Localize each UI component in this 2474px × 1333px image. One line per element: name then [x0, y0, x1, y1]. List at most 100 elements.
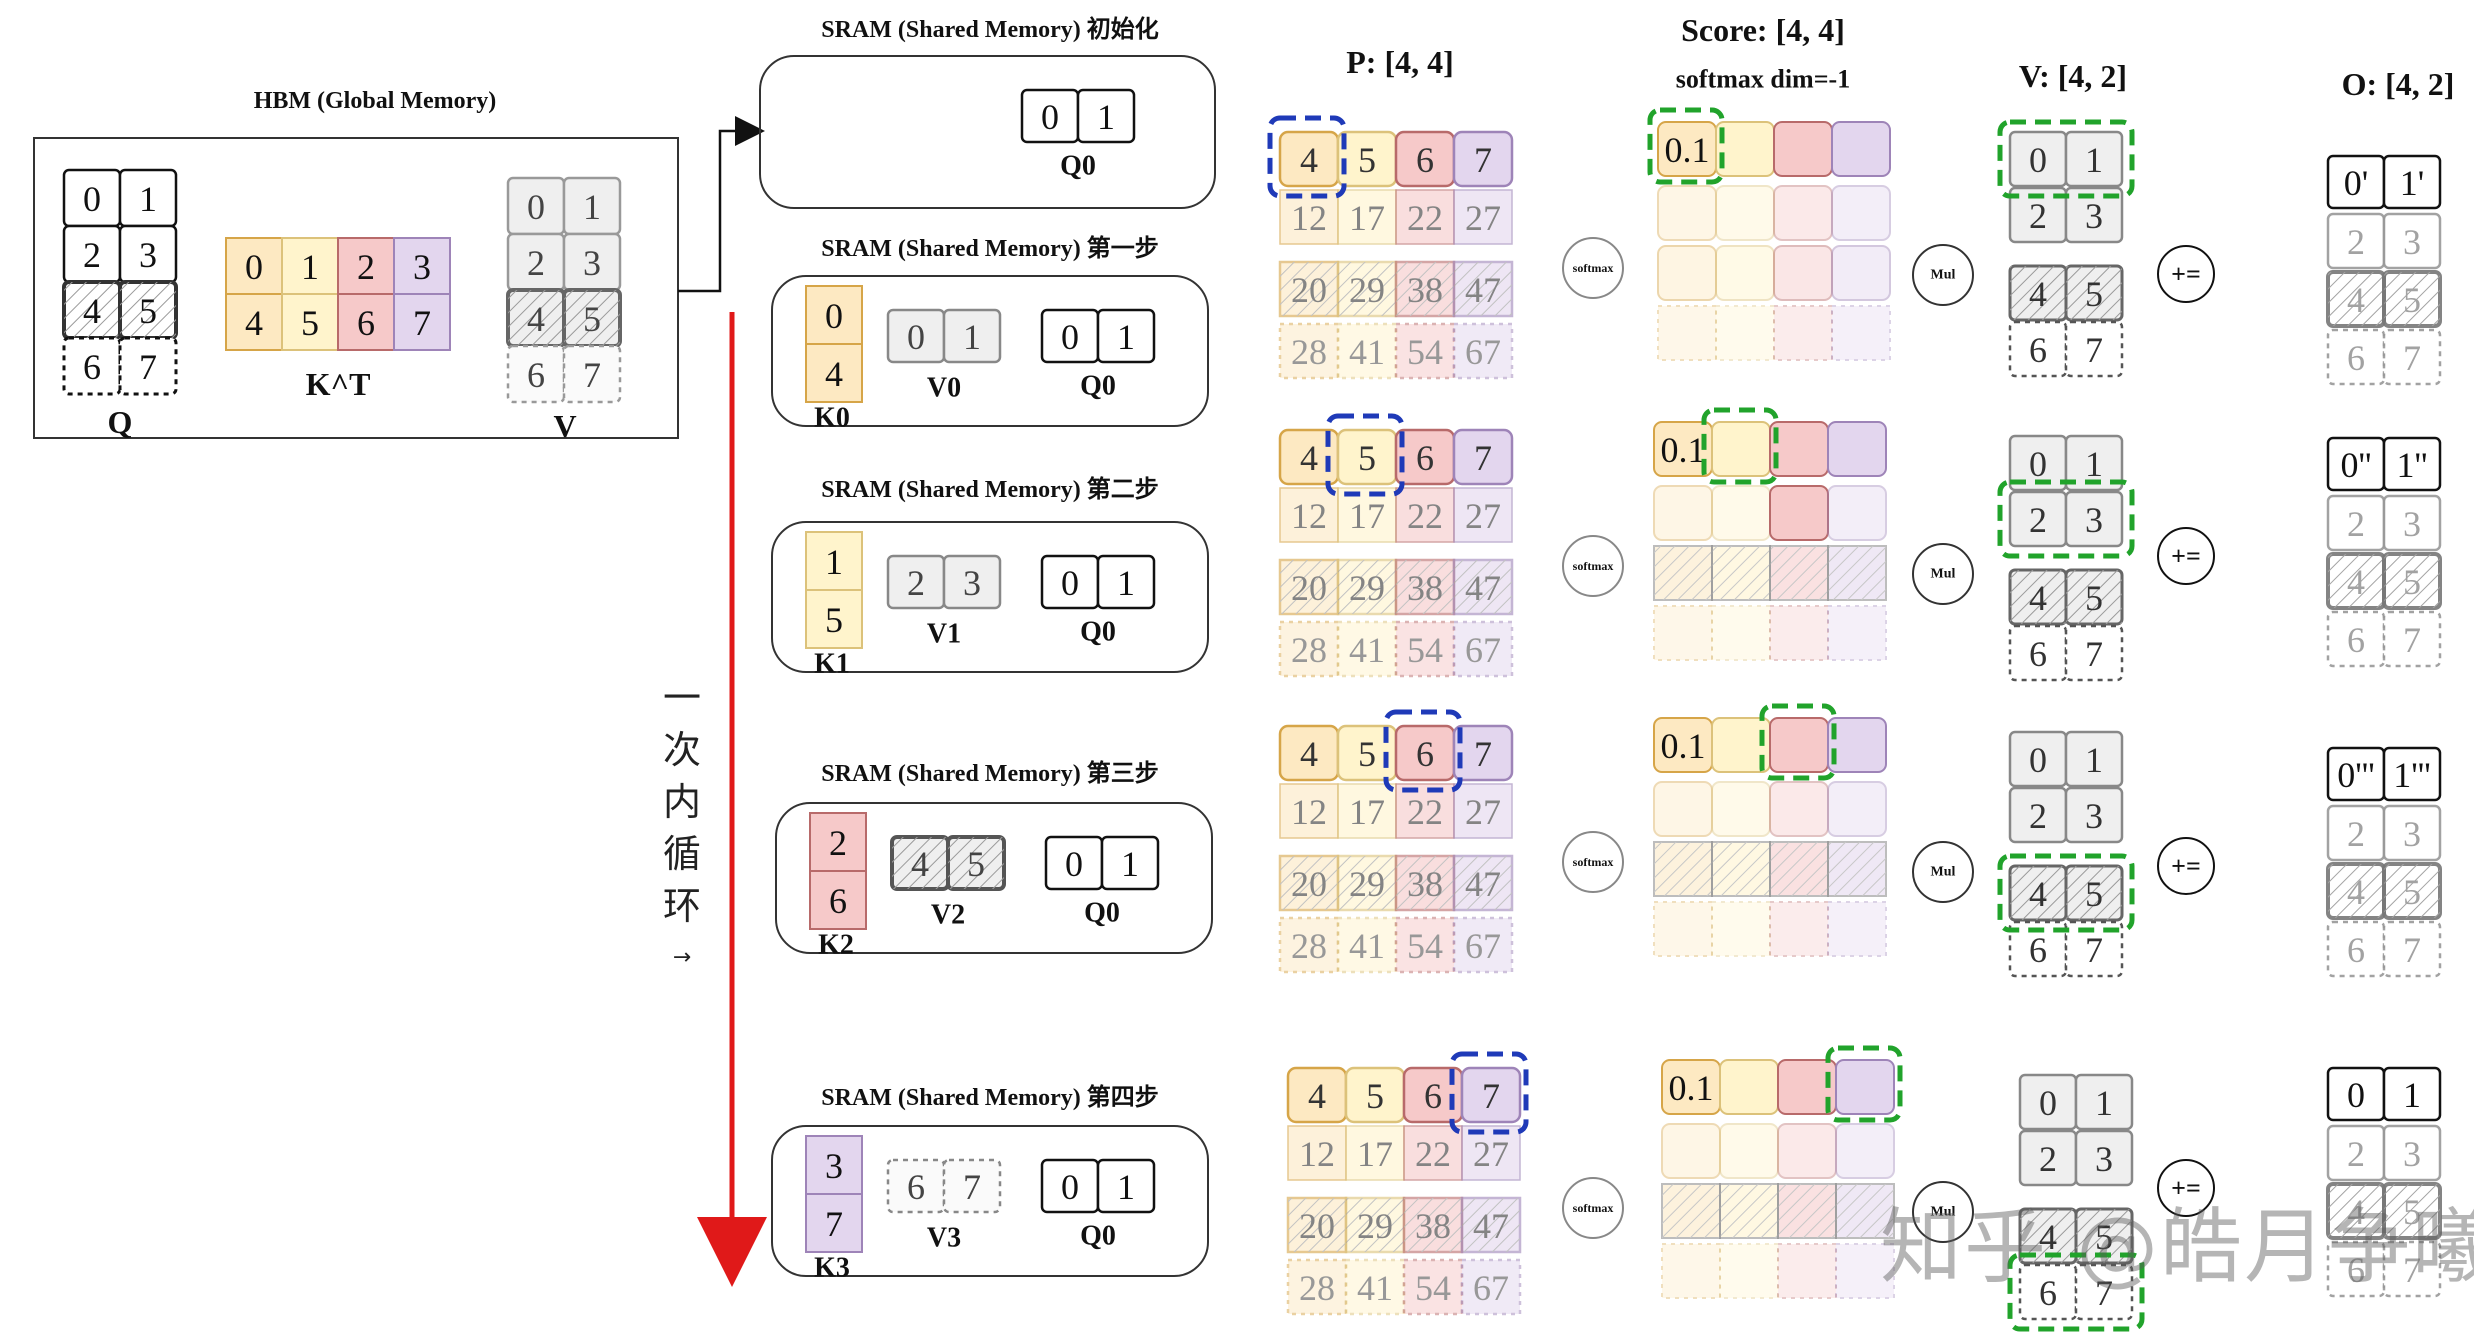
- sram-step-box: [771, 275, 1209, 427]
- cell-box: [2326, 920, 2386, 978]
- p-cell: 4: [1286, 1066, 1348, 1124]
- hatch-fill: [1770, 842, 1828, 896]
- cell-value: 27: [1465, 198, 1501, 238]
- cell-value: 47: [1465, 270, 1501, 310]
- cell-box: [2382, 436, 2442, 492]
- cell-box: [1337, 487, 1397, 543]
- cell-box: [1461, 1125, 1521, 1181]
- v-label: V: [553, 408, 576, 444]
- score-cell: [1715, 185, 1775, 241]
- p-highlight: [1383, 709, 1463, 793]
- cell-value: 1: [1097, 97, 1115, 137]
- cell-box: [1835, 1059, 1895, 1115]
- sram-v-label: V0: [927, 373, 961, 404]
- hatch-fill: [2328, 554, 2384, 608]
- cell-box: [942, 554, 1002, 610]
- o-cell: 7: [2382, 920, 2442, 978]
- cell-value: 6: [2347, 1250, 2365, 1290]
- cell-value: 0: [1061, 563, 1079, 603]
- cell-box: [1827, 717, 1887, 773]
- p-cell: 6: [1394, 130, 1456, 188]
- cell-value: 29: [1349, 568, 1385, 608]
- hatch-fill: [2328, 1184, 2384, 1238]
- cell-box: [1719, 1243, 1779, 1299]
- cell-value: 2: [357, 247, 375, 287]
- cell-value: 1''': [2393, 755, 2430, 795]
- cell-value: 1: [1117, 1167, 1135, 1207]
- mul-op: [1912, 1181, 1974, 1243]
- cell-box: [1452, 916, 1514, 974]
- score-cell: [1773, 185, 1833, 241]
- sram-step-box: [771, 1125, 1209, 1277]
- cell-value: 4: [825, 354, 843, 394]
- cell-value: 7: [2403, 338, 2421, 378]
- score-cell: 0.1: [1653, 717, 1713, 773]
- cell-box: [1715, 305, 1775, 361]
- cell-value: 1: [2403, 1075, 2421, 1115]
- o-cell: 2: [2326, 494, 2386, 552]
- cell-box: [1827, 901, 1887, 957]
- score-cell: 0.1: [1661, 1059, 1721, 1115]
- hatch-fill: [1454, 856, 1512, 910]
- q0-cell: 0: [1040, 308, 1100, 364]
- v-cell: 5: [2064, 264, 2124, 322]
- v-cell: 0: [2008, 130, 2068, 188]
- watermark: 知乎 @皓月争曦: [1880, 1200, 2474, 1295]
- p-cell: 4: [1278, 724, 1340, 782]
- cell-value: 22: [1407, 198, 1443, 238]
- cell-value: 0: [2029, 740, 2047, 780]
- plus-eq-label: +=: [2171, 852, 2201, 881]
- mul-label: Mul: [1931, 268, 1956, 283]
- cell-value: 3: [2085, 196, 2103, 236]
- cell-box: [1279, 487, 1339, 543]
- cell-box: [1661, 1243, 1721, 1299]
- score-cell: [1831, 121, 1891, 177]
- o-cell: 1'': [2382, 436, 2442, 492]
- cell-box: [1278, 620, 1340, 678]
- cell-box: [2382, 154, 2442, 210]
- p-cell: 41: [1336, 322, 1398, 380]
- p-cell: 54: [1394, 620, 1456, 678]
- kt-cell: 3: [393, 237, 451, 295]
- cell-value: 6: [2347, 338, 2365, 378]
- cell-box: [1287, 1125, 1347, 1181]
- score-cell: 0.1: [1657, 121, 1717, 177]
- cell-value: 41: [1357, 1268, 1393, 1308]
- cell-box: [805, 589, 863, 649]
- cell-box: [1460, 1258, 1522, 1316]
- cell-box: [2382, 920, 2442, 978]
- plus-eq-label: +=: [2171, 260, 2201, 289]
- cell-value: 7: [963, 1167, 981, 1207]
- mul-op: [1912, 543, 1974, 605]
- sram-step-title: SRAM (Shared Memory) 第三步: [821, 759, 1159, 787]
- q-label: Q: [108, 404, 133, 440]
- v-cell: 1: [2064, 730, 2124, 788]
- plus-eq-op: [2157, 1159, 2215, 1217]
- hatch-fill: [1836, 1184, 1894, 1238]
- cell-box: [1096, 1158, 1156, 1214]
- kt-cell: 5: [281, 293, 339, 351]
- cell-value: 17: [1357, 1134, 1393, 1174]
- hbm-v-cell: 3: [562, 232, 622, 292]
- cell-value: 0'': [2341, 445, 2372, 485]
- v-cell: 6: [2008, 624, 2068, 682]
- softmax-label: softmax: [1573, 855, 1614, 869]
- v-cell: 4: [2008, 864, 2068, 922]
- hatch-fill: [1454, 262, 1512, 316]
- score-cell: [1711, 485, 1771, 541]
- v-highlight: [1997, 479, 2135, 559]
- hatch-fill: [1404, 1198, 1462, 1252]
- v-cell: 7: [2064, 320, 2124, 378]
- cell-value: 12: [1299, 1134, 1335, 1174]
- cell-value: 4: [2029, 274, 2047, 314]
- score-cell: [1653, 841, 1713, 897]
- hatch-fill: [1462, 1198, 1520, 1252]
- v-cell: 7: [2064, 920, 2124, 978]
- cell-box: [2064, 730, 2124, 788]
- q0-cell: 1: [1096, 1158, 1156, 1214]
- hatch-fill: [564, 290, 620, 346]
- score-cell: [1769, 545, 1829, 601]
- cell-value: 2: [2039, 1139, 2057, 1179]
- p-cell: 29: [1344, 1196, 1406, 1254]
- plus-eq-op: [2157, 837, 2215, 895]
